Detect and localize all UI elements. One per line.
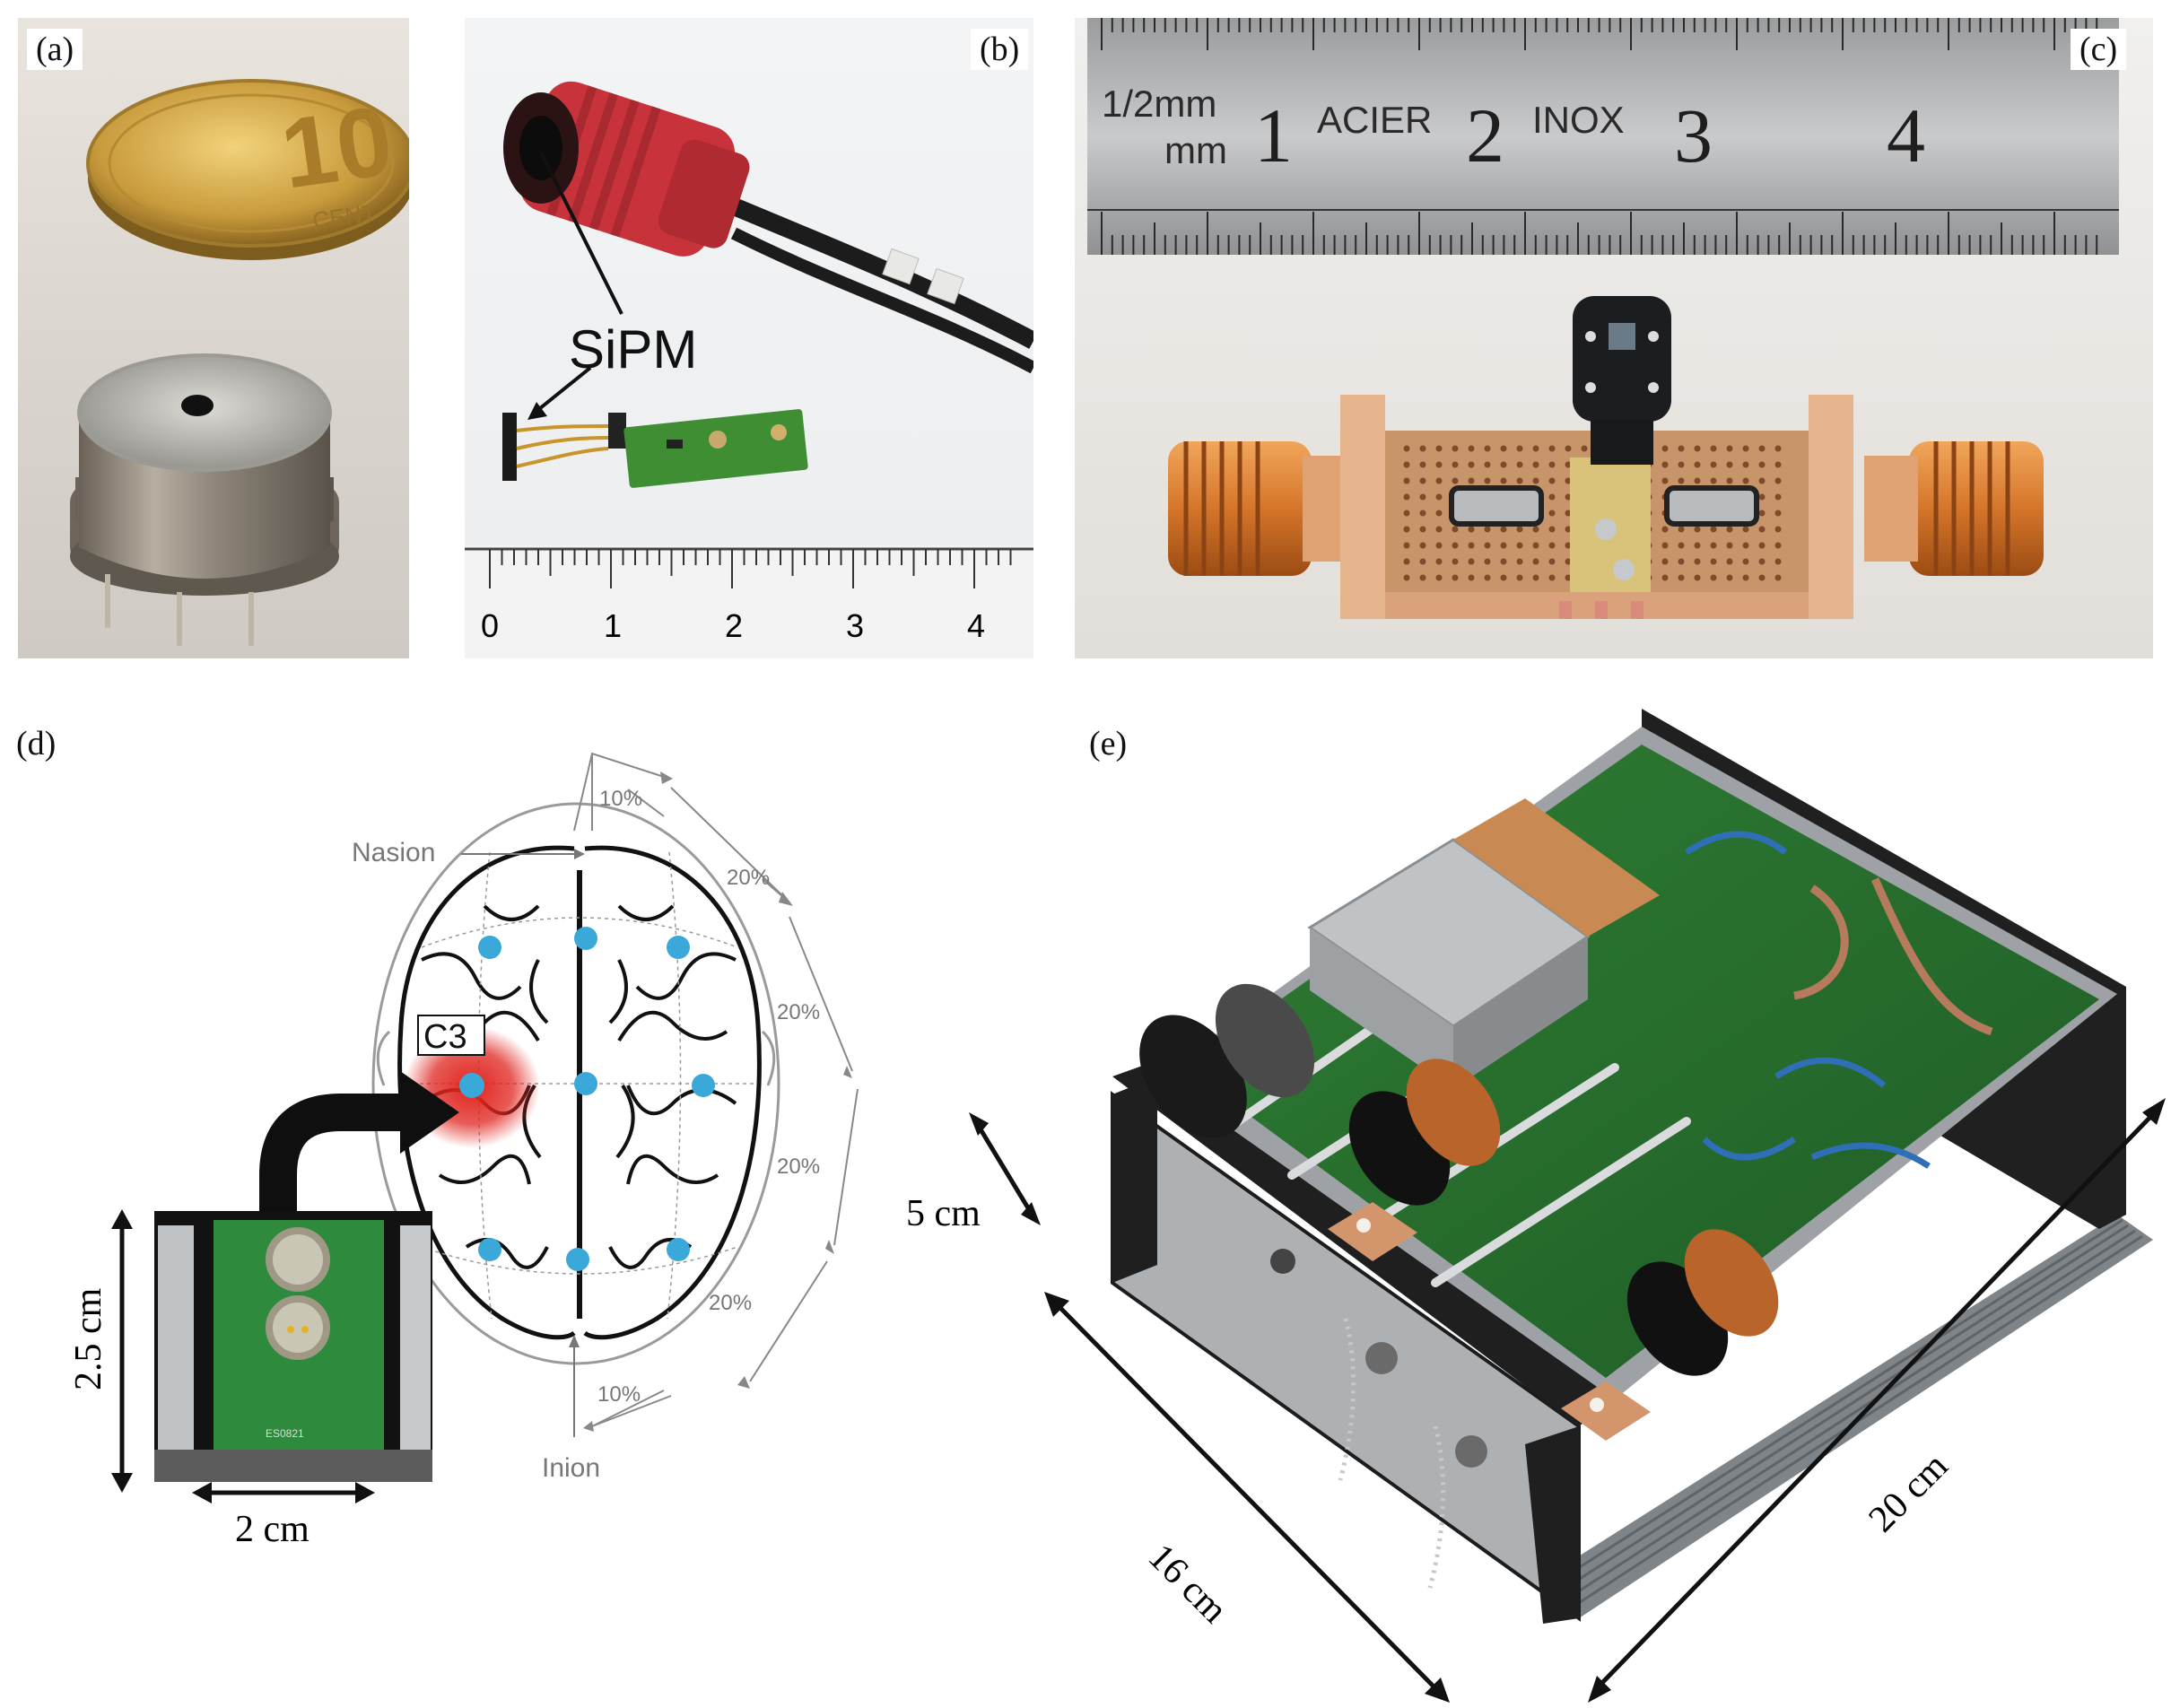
ruler-c-4: 4: [1887, 92, 1925, 179]
ruler-c-text-3: ACIER: [1317, 99, 1432, 141]
panel-c-photo: 1/2mm mm ACIER INOX 1 2 3 4: [1075, 18, 2153, 658]
panel-a-photo: 10 CENT (a): [18, 18, 409, 658]
height-dimension: 2.5 cm: [68, 1287, 109, 1390]
right-sma-connector: [1864, 441, 2044, 576]
panel-c-label: (c): [2071, 29, 2127, 70]
sensor-module: [1573, 296, 1671, 422]
ruler-c-2: 2: [1466, 92, 1504, 179]
width-dimension: 2 cm: [235, 1509, 310, 1550]
percentage-arcs: [573, 752, 859, 1427]
pcb-marking: ES0821: [266, 1427, 304, 1440]
length-dimension: 20 cm: [1861, 1445, 1957, 1540]
nasion-label: Nasion: [352, 838, 435, 867]
ruler-b-0: 0: [481, 607, 499, 644]
ruler-c-text-4: INOX: [1532, 99, 1625, 141]
panel-d-label: (d): [16, 725, 57, 762]
prototype-box-illustration: 5 cm 16 cm 20 cm: [906, 709, 2166, 1703]
blue-wires: [1685, 831, 1931, 1169]
coax-cables: [1793, 877, 1993, 1036]
ruler-c-text-2: mm: [1164, 129, 1227, 171]
panel-d-figure: (d): [0, 691, 897, 1704]
ruler-b-1: 1: [604, 607, 622, 644]
sensor-pcb-photo: ES0821: [154, 1211, 432, 1482]
panel-a-label: (a): [27, 29, 83, 70]
depth-dimension: 16 cm: [1140, 1537, 1235, 1632]
pct-top: 10%: [599, 787, 642, 811]
height-dimension-e: 5 cm: [906, 1193, 981, 1234]
panel-b-ruler-ticks: [489, 549, 1012, 588]
coin-value: 10: [275, 85, 398, 210]
ruler-c-text-1: 1/2mm: [1102, 83, 1216, 125]
panel-b-label: (b): [971, 29, 1029, 70]
panel-b-photo: SiPM 0 1 2 3 4 (b): [465, 18, 1033, 658]
left-sma-connector: [1168, 441, 1365, 576]
pct-2: 20%: [777, 1000, 820, 1024]
panel-e-label: (e): [1089, 725, 1128, 762]
sipm-callout: SiPM: [569, 319, 697, 379]
c3-label: C3: [423, 1018, 467, 1056]
c3-electrode: [459, 1073, 484, 1098]
ruler-c-3: 3: [1674, 92, 1713, 179]
ruler-c-1: 1: [1254, 92, 1293, 179]
eeg-electrodes: [478, 927, 715, 1271]
ruler-b-3: 3: [846, 607, 864, 644]
ruler-b-2: 2: [725, 607, 743, 644]
pct-3: 20%: [777, 1155, 820, 1179]
pct-bottom: 10%: [597, 1382, 641, 1407]
panel-c-ruler-ticks: [1101, 18, 2098, 255]
sipm-probe-illustration: SiPM 0 1 2 3 4: [465, 81, 1033, 658]
pct-4: 20%: [709, 1291, 752, 1315]
eeg-10-20-head-diagram: C3 Nasion Inion 10% 20% 20%: [68, 752, 859, 1550]
sipm-package-illustration: 10 CENT: [70, 79, 409, 646]
pct-1: 20%: [727, 866, 770, 890]
amplifier-board-illustration: 1/2mm mm ACIER INOX 1 2 3 4: [1087, 18, 2119, 619]
ruler-b-4: 4: [967, 607, 985, 644]
inion-label: Inion: [542, 1453, 600, 1483]
panel-e-photo: (e): [897, 691, 2171, 1708]
